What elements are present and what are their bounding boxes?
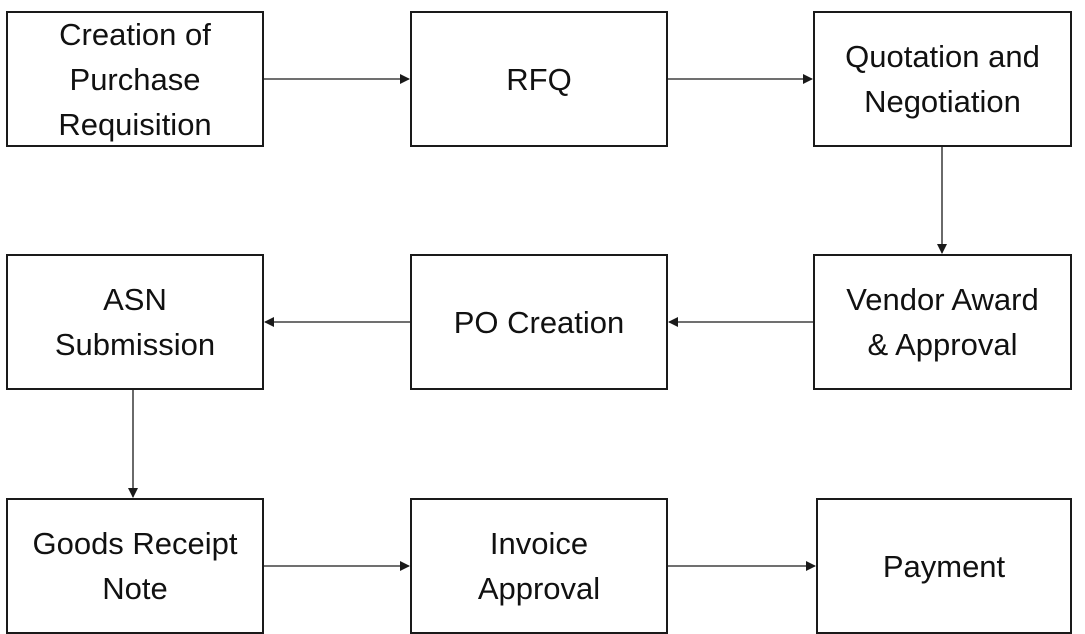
step-creation-of-purchase-requisition: Creation of Purchase Requisition bbox=[6, 11, 264, 147]
step-label: PO Creation bbox=[453, 304, 625, 340]
step-vendor-award-approval: Vendor Award & Approval bbox=[813, 254, 1072, 390]
step-label: Payment bbox=[882, 548, 1006, 584]
step-payment: Payment bbox=[816, 498, 1072, 634]
step-label: Vendor Award & Approval bbox=[846, 282, 1039, 362]
step-po-creation: PO Creation bbox=[410, 254, 668, 390]
step-label: Goods Receipt Note bbox=[32, 526, 238, 606]
step-label: RFQ bbox=[506, 61, 572, 97]
step-goods-receipt-note: Goods Receipt Note bbox=[6, 498, 264, 634]
step-label: Invoice Approval bbox=[477, 526, 601, 606]
step-label: Quotation and Negotiation bbox=[845, 39, 1040, 119]
step-asn-submission: ASN Submission bbox=[6, 254, 264, 390]
step-invoice-approval: Invoice Approval bbox=[410, 498, 668, 634]
step-label: Creation of Purchase Requisition bbox=[58, 16, 212, 142]
step-label: ASN Submission bbox=[54, 282, 216, 362]
step-rfq: RFQ bbox=[410, 11, 668, 147]
step-quotation-and-negotiation: Quotation and Negotiation bbox=[813, 11, 1072, 147]
